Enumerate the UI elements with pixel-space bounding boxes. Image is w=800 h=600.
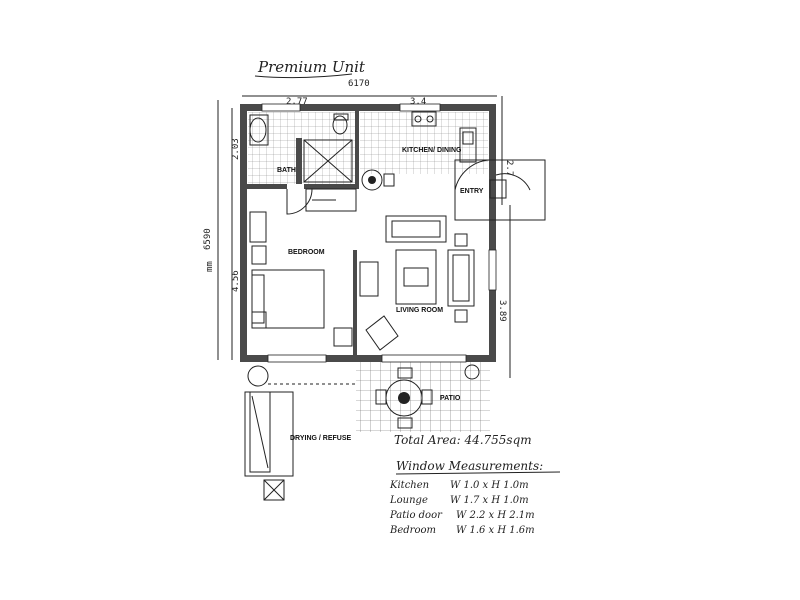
window-room-0: Kitchen	[389, 480, 429, 491]
dim-unit-label: mm	[205, 261, 215, 272]
dim-overall-width: 6170	[348, 79, 370, 89]
dining-table-icon	[361, 169, 383, 191]
shower-icon	[303, 139, 353, 183]
dim-living-depth: 3.89	[497, 300, 507, 322]
room-living: LIVING ROOM	[396, 307, 443, 314]
plan-title: Premium Unit	[257, 58, 366, 76]
refuse-bin-icon	[263, 479, 285, 501]
window-size-1: W 1.7 x H 1.0m	[450, 495, 529, 506]
total-area: Total Area: 44.755sqm	[394, 433, 532, 447]
dim-kitchen-width: 3.4	[410, 97, 426, 107]
dim-bath-width: 2.77	[286, 97, 308, 107]
cooktop-icon	[411, 111, 437, 127]
dim-bath-depth: 2.03	[231, 138, 241, 160]
coffee-table-icon	[395, 249, 437, 305]
dim-bedroom-depth: 4.56	[231, 270, 241, 292]
toilet-icon	[332, 115, 348, 135]
room-bath: BATH	[277, 167, 296, 174]
drying-area	[244, 391, 294, 477]
sofa-icon	[385, 215, 447, 243]
room-kitchen: KITCHEN/ DINING	[402, 147, 462, 154]
window-heading: Window Measurements:	[396, 459, 543, 473]
dim-kitchen-depth: 2.7	[504, 160, 514, 176]
window-size-3: W 1.6 x H 1.6m	[456, 525, 535, 536]
window-room-1: Lounge	[389, 495, 428, 506]
room-bedroom: BEDROOM	[288, 249, 325, 256]
dim-overall-depth: 6590	[203, 228, 213, 250]
window-room-2: Patio door	[389, 510, 443, 521]
room-drying-1: DRYING / REFUSE	[290, 435, 352, 442]
room-patio: PATIO	[440, 395, 461, 402]
armchair-icon	[447, 249, 475, 307]
bed-icon	[251, 269, 325, 329]
room-entry: ENTRY	[460, 188, 484, 195]
lounge-chair-icon	[365, 315, 399, 351]
window-size-0: W 1.0 x H 1.0m	[450, 480, 529, 491]
window-room-3: Bedroom	[389, 525, 436, 536]
sink-icon	[459, 127, 477, 163]
kitchen-floor	[360, 112, 488, 174]
patio-floor	[356, 362, 490, 432]
window-size-2: W 2.2 x H 2.1m	[456, 510, 535, 521]
